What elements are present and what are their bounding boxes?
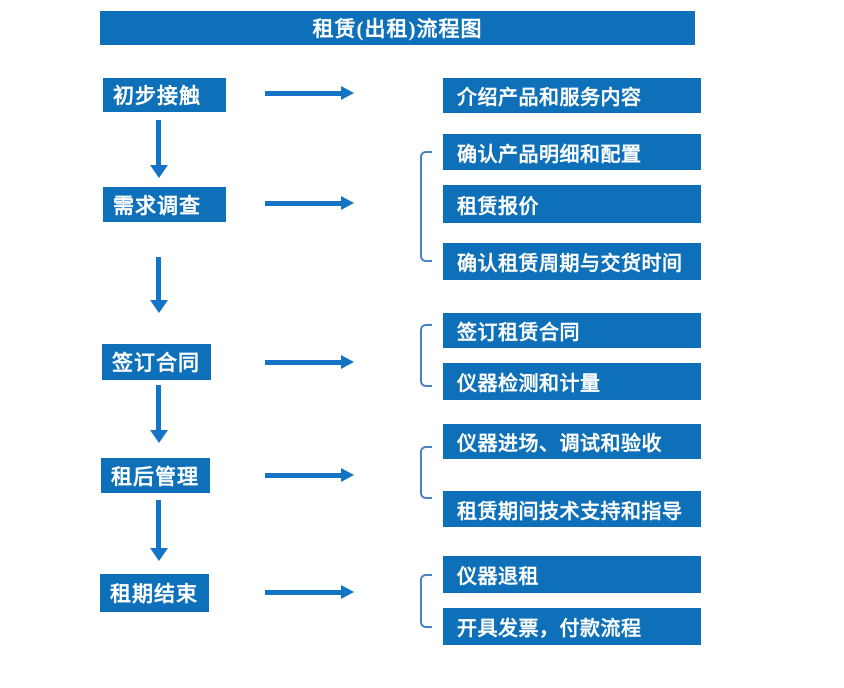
detail-box-confirm-rental-period-delivery: 确认租赁周期与交货时间 bbox=[443, 243, 701, 280]
detail-box-instrument-setup-acceptance: 仪器进场、调试和验收 bbox=[443, 424, 701, 459]
detail-box-invoice-payment-process: 开具发票，付款流程 bbox=[443, 608, 701, 645]
detail-box-technical-support-guidance: 租赁期间技术支持和指导 bbox=[443, 491, 701, 527]
detail-box-introduce-products-services: 介绍产品和服务内容 bbox=[443, 78, 701, 113]
step-box-sign-contract: 签订合同 bbox=[102, 344, 211, 380]
detail-box-instrument-return: 仪器退租 bbox=[443, 556, 701, 593]
step-box-initial-contact: 初步接触 bbox=[103, 78, 226, 112]
down-arrow-icon bbox=[149, 120, 168, 178]
right-arrow-icon bbox=[265, 355, 354, 369]
group-bracket-icon bbox=[420, 151, 432, 262]
step-box-demand-survey: 需求调查 bbox=[103, 187, 226, 222]
right-arrow-icon bbox=[265, 86, 354, 100]
step-box-rental-end: 租期结束 bbox=[100, 574, 209, 612]
detail-box-sign-rental-contract: 签订租赁合同 bbox=[443, 313, 701, 348]
step-box-post-rental-management: 租后管理 bbox=[101, 458, 210, 493]
right-arrow-icon bbox=[265, 196, 354, 210]
detail-box-rental-quotation: 租赁报价 bbox=[443, 185, 701, 223]
down-arrow-icon bbox=[149, 500, 168, 561]
down-arrow-icon bbox=[149, 385, 168, 443]
flowchart-title: 租赁(出租)流程图 bbox=[100, 11, 695, 45]
right-arrow-icon bbox=[265, 468, 354, 482]
detail-box-instrument-testing-metering: 仪器检测和计量 bbox=[443, 363, 701, 400]
group-bracket-icon bbox=[420, 324, 432, 387]
right-arrow-icon bbox=[265, 585, 354, 599]
group-bracket-icon bbox=[420, 446, 432, 499]
down-arrow-icon bbox=[149, 257, 168, 313]
group-bracket-icon bbox=[420, 574, 432, 628]
detail-box-confirm-product-details-config: 确认产品明细和配置 bbox=[443, 134, 701, 170]
